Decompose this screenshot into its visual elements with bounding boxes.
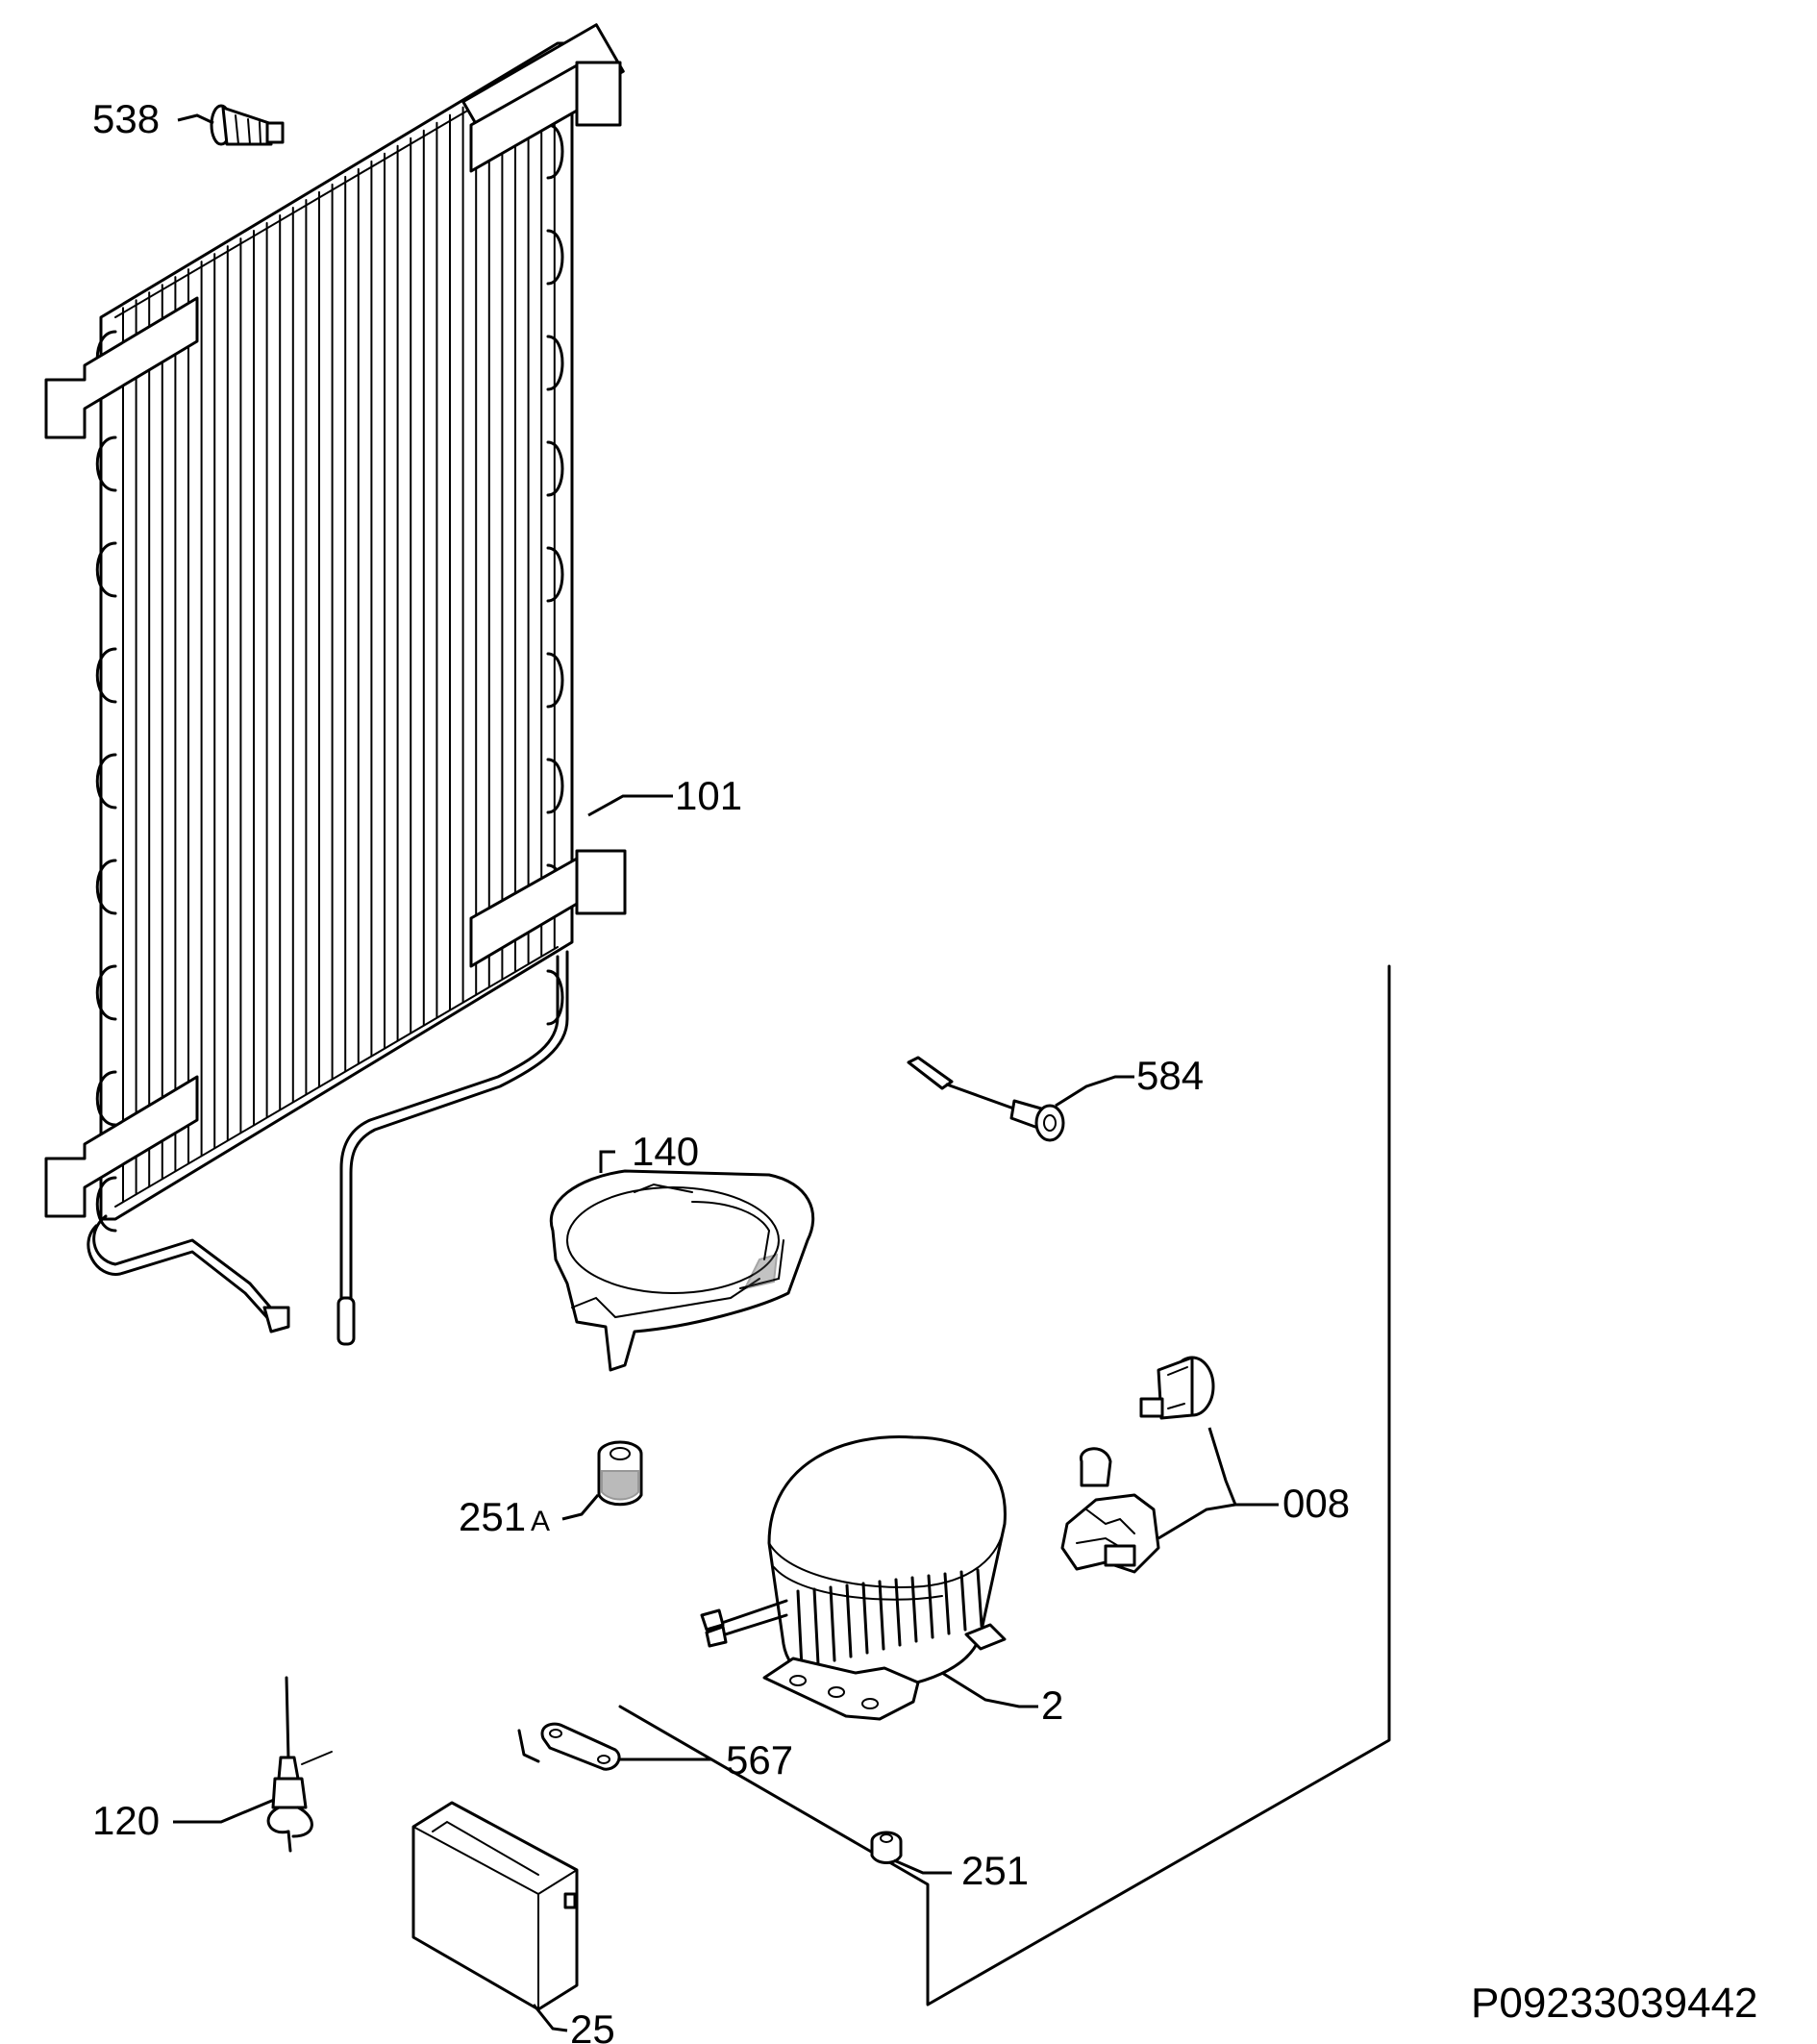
- label-567: 567: [726, 1737, 793, 1782]
- compressor-shade: [894, 1578, 902, 1647]
- cabinet-outline: [517, 964, 1391, 2007]
- compressor-shade: [927, 1574, 934, 1639]
- tube-bend: [546, 123, 564, 180]
- part-120-drier: [173, 1676, 333, 1853]
- compressor-shade: [910, 1576, 918, 1643]
- part-251a-grommet: [561, 1440, 643, 1521]
- tube-bend: [95, 1070, 117, 1127]
- compressor-shade: [976, 1568, 983, 1628]
- label-101: 101: [675, 773, 742, 818]
- tube-bend: [95, 1176, 117, 1233]
- label-2: 2: [1041, 1683, 1063, 1728]
- compressor-shade: [943, 1572, 951, 1635]
- label-251: 251: [961, 1848, 1029, 1893]
- tube-bend: [546, 969, 564, 1026]
- drawing-code: P09233039442: [1471, 1980, 1758, 2027]
- label-008: 008: [1282, 1481, 1350, 1526]
- tube-bend: [546, 335, 564, 391]
- tube-bend: [546, 652, 564, 709]
- compressor-shade: [829, 1585, 836, 1662]
- part-008-relay: [1060, 1356, 1279, 1574]
- compressor-shade: [959, 1570, 967, 1632]
- tube-bend: [546, 229, 564, 286]
- compressor-shade: [845, 1583, 853, 1658]
- compressor-shade: [796, 1589, 804, 1670]
- tube-bend: [95, 541, 117, 598]
- part-25-cover: [411, 1801, 579, 2032]
- part-251-foot: [870, 1831, 952, 1875]
- part-538-clip: [177, 104, 285, 146]
- part-2-compressor: [700, 1434, 1038, 1721]
- compressor-shade: [878, 1580, 885, 1651]
- label-251a-suffix: A: [531, 1506, 550, 1537]
- label-538: 538: [92, 96, 160, 141]
- tube-bend: [546, 440, 564, 497]
- compressor-shade: [812, 1587, 820, 1666]
- label-25: 25: [570, 2007, 615, 2044]
- tube-bend: [95, 859, 117, 915]
- tube-bend: [95, 647, 117, 704]
- part-584-sensor: [907, 1056, 1134, 1142]
- tube-bend: [95, 964, 117, 1021]
- part-140-drip-tray: [549, 1150, 815, 1372]
- part-567-clamp: [540, 1722, 711, 1771]
- label-584: 584: [1136, 1053, 1204, 1098]
- part-labels: 538 101 584 140 251 A 008 2 567 120 251 …: [92, 96, 1350, 2044]
- compressor-shade: [861, 1582, 869, 1655]
- label-140: 140: [632, 1129, 699, 1174]
- tube-bend: [546, 546, 564, 603]
- label-120: 120: [92, 1798, 160, 1843]
- tube-bend: [546, 758, 564, 814]
- tube-bend: [95, 753, 117, 810]
- condenser: [44, 23, 627, 1346]
- label-251a: 251: [459, 1494, 526, 1539]
- tube-bend: [95, 436, 117, 492]
